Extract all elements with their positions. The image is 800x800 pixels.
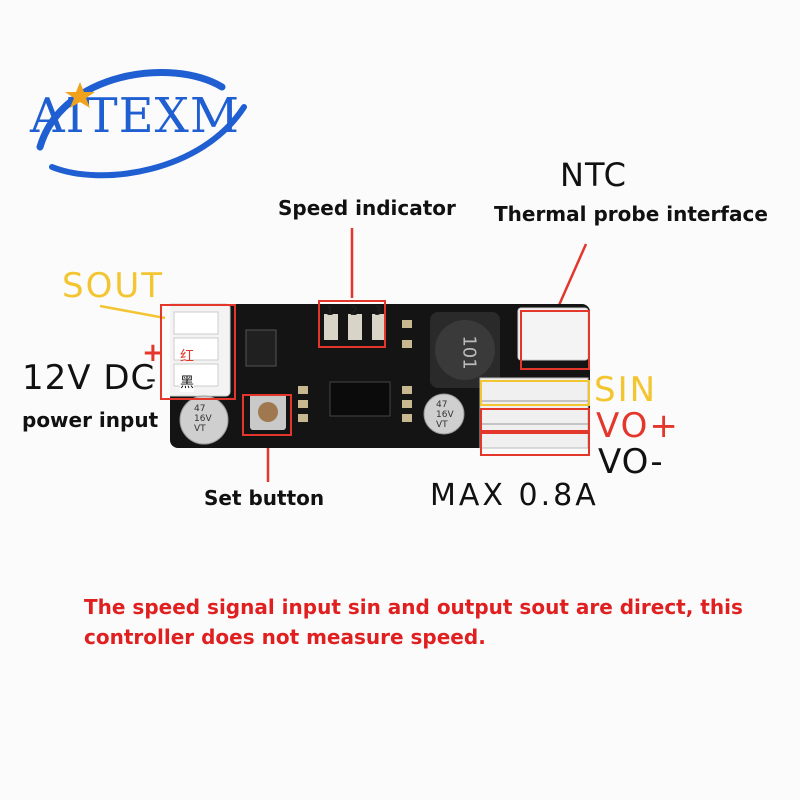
speed-indicator-label: Speed indicator [278, 196, 456, 220]
thermal-probe-label: Thermal probe interface [494, 202, 768, 226]
ntc-connector-highlight [520, 310, 590, 370]
regulator [246, 330, 276, 366]
max-current-label: MAX 0.8A [430, 478, 599, 513]
minus-label: - [146, 362, 156, 395]
power-connector-highlight [160, 304, 236, 400]
sin-highlight [480, 380, 590, 406]
set-button-label: Set button [204, 486, 324, 510]
vo-minus-highlight [480, 432, 590, 456]
power-12v-label: 12V DC [22, 358, 155, 398]
sout-label: SOUT [62, 266, 164, 306]
speed-note: The speed signal input sin and output so… [84, 592, 764, 652]
sin-label: SIN [594, 370, 657, 410]
vo-plus-highlight [480, 408, 590, 432]
set-button-highlight [242, 394, 292, 436]
power-input-label: power input [22, 408, 158, 432]
inductor-marking: 101 [459, 335, 480, 369]
ntc-label: NTC [560, 156, 627, 194]
aitexm-logo: AITEXM [22, 52, 262, 182]
controller-chip [330, 382, 390, 416]
logo-text: AITEXM [29, 88, 240, 144]
vo-plus-label: VO+ [596, 406, 680, 446]
sout-pointer [100, 306, 165, 318]
vo-minus-label: VO- [598, 442, 664, 482]
speed-indicator-highlight [318, 300, 386, 348]
